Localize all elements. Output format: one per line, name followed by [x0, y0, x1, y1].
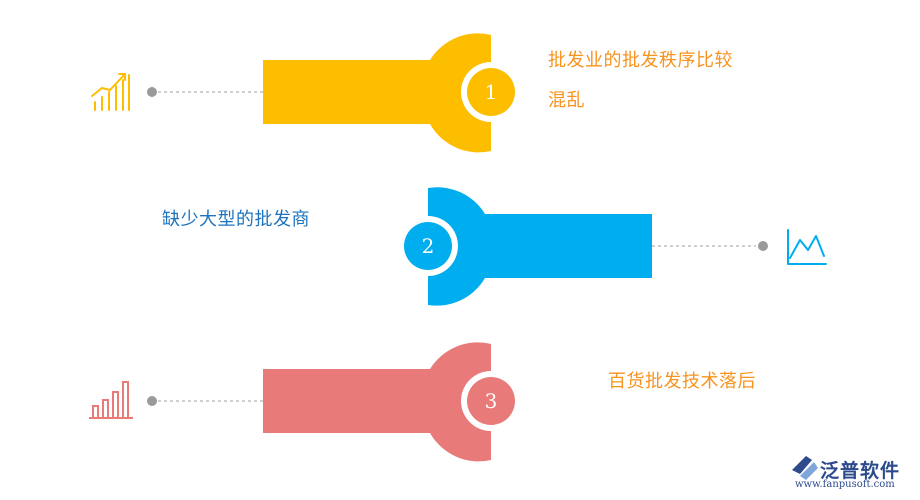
number-badge-3: [467, 377, 515, 425]
brand-url: www.fanpusoft.com: [795, 479, 895, 490]
brand-logo-icon: [792, 456, 818, 480]
row-2: 2: [398, 187, 827, 306]
connector-dot-3: [147, 396, 157, 406]
arrow-shape-2: [428, 187, 652, 306]
number-2: 2: [422, 234, 435, 258]
item-2-text: 缺少大型的批发商: [162, 209, 310, 230]
connector-dot-2: [758, 241, 768, 251]
connector-dot-1: [147, 87, 157, 97]
item-3-text: 百货批发技术落后: [608, 371, 756, 392]
brand-name: 泛普软件: [820, 460, 901, 482]
line-chart-icon: [787, 229, 827, 265]
row-3: 3: [89, 342, 521, 462]
number-3: 3: [485, 389, 498, 413]
number-badge-1: [467, 68, 515, 116]
number-badge-2: [404, 222, 452, 270]
item-1-text-line2: 混乱: [548, 90, 585, 111]
row-1: 1: [91, 33, 521, 153]
growth-bars-arrow-icon: [91, 73, 130, 111]
number-1: 1: [485, 80, 498, 104]
arrow-shape-1: [263, 33, 491, 153]
bar-chart-icon: [89, 381, 133, 419]
item-1-text-line1: 批发业的批发秩序比较: [548, 50, 733, 71]
arrow-shape-3: [263, 342, 491, 462]
